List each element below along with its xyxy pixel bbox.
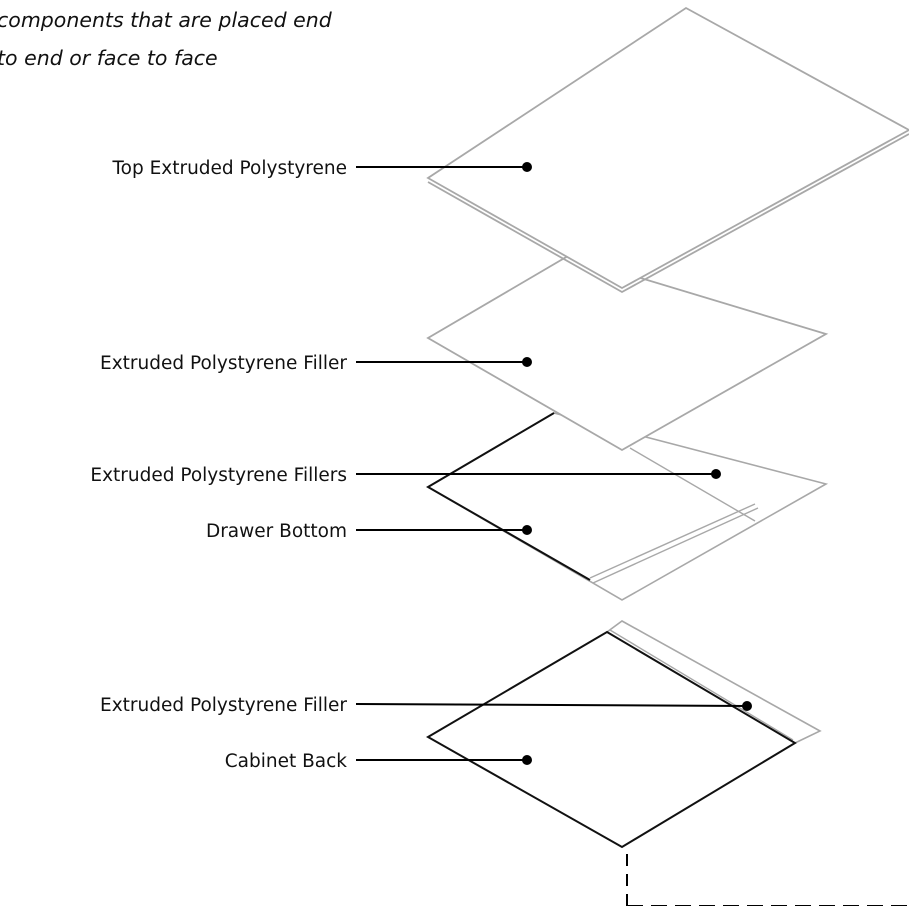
leader-dot-xps-fillers: [711, 469, 721, 479]
header-line-1: components that are placed end: [0, 8, 333, 32]
cabinet-back-assembly: [425, 620, 822, 849]
drawer-filler-divider-c: [592, 507, 759, 584]
label-drawer-bottom: Drawer Bottom: [206, 521, 347, 542]
top-xps-panel-face: [426, 6, 909, 290]
leader-dot-cabinet-back: [522, 755, 532, 765]
drawer-filler-divider-b: [589, 503, 756, 579]
lower-filler-strip-outline: [606, 620, 822, 744]
label-top-xps: Top Extruded Polystyrene: [111, 158, 347, 179]
label-xps-fillers: Extruded Polystyrene Fillers: [90, 465, 347, 486]
leader-dot-xps-filler-upper: [522, 357, 532, 367]
leader-dot-top-xps: [522, 162, 532, 172]
label-cabinet-back: Cabinet Back: [225, 751, 348, 772]
xps-filler-panel-upper: [426, 255, 829, 452]
leader-dot-xps-filler-lower: [742, 701, 752, 711]
drawer-bottom-front-edge: [426, 412, 591, 581]
leader-xps-filler-lower: [355, 703, 748, 707]
leader-lines: [355, 162, 752, 765]
label-xps-filler-upper: Extruded Polystyrene Filler: [100, 353, 347, 374]
cabinet-back-panel: [425, 630, 797, 849]
header-line-2: to end or face to face: [0, 46, 218, 70]
top-xps-panel: [426, 6, 909, 294]
top-xps-panel-thickness: [427, 133, 909, 294]
lower-filler-strip-seam: [609, 629, 794, 741]
callout-labels: Top Extruded Polystyrene Extruded Polyst…: [90, 158, 347, 772]
drawer-bottom-assembly: [426, 412, 829, 601]
label-xps-filler-lower: Extruded Polystyrene Filler: [100, 695, 347, 716]
dashed-continuation: [626, 854, 909, 907]
leader-dot-drawer-bottom: [522, 525, 532, 535]
drawer-filler-divider-a: [629, 447, 756, 522]
